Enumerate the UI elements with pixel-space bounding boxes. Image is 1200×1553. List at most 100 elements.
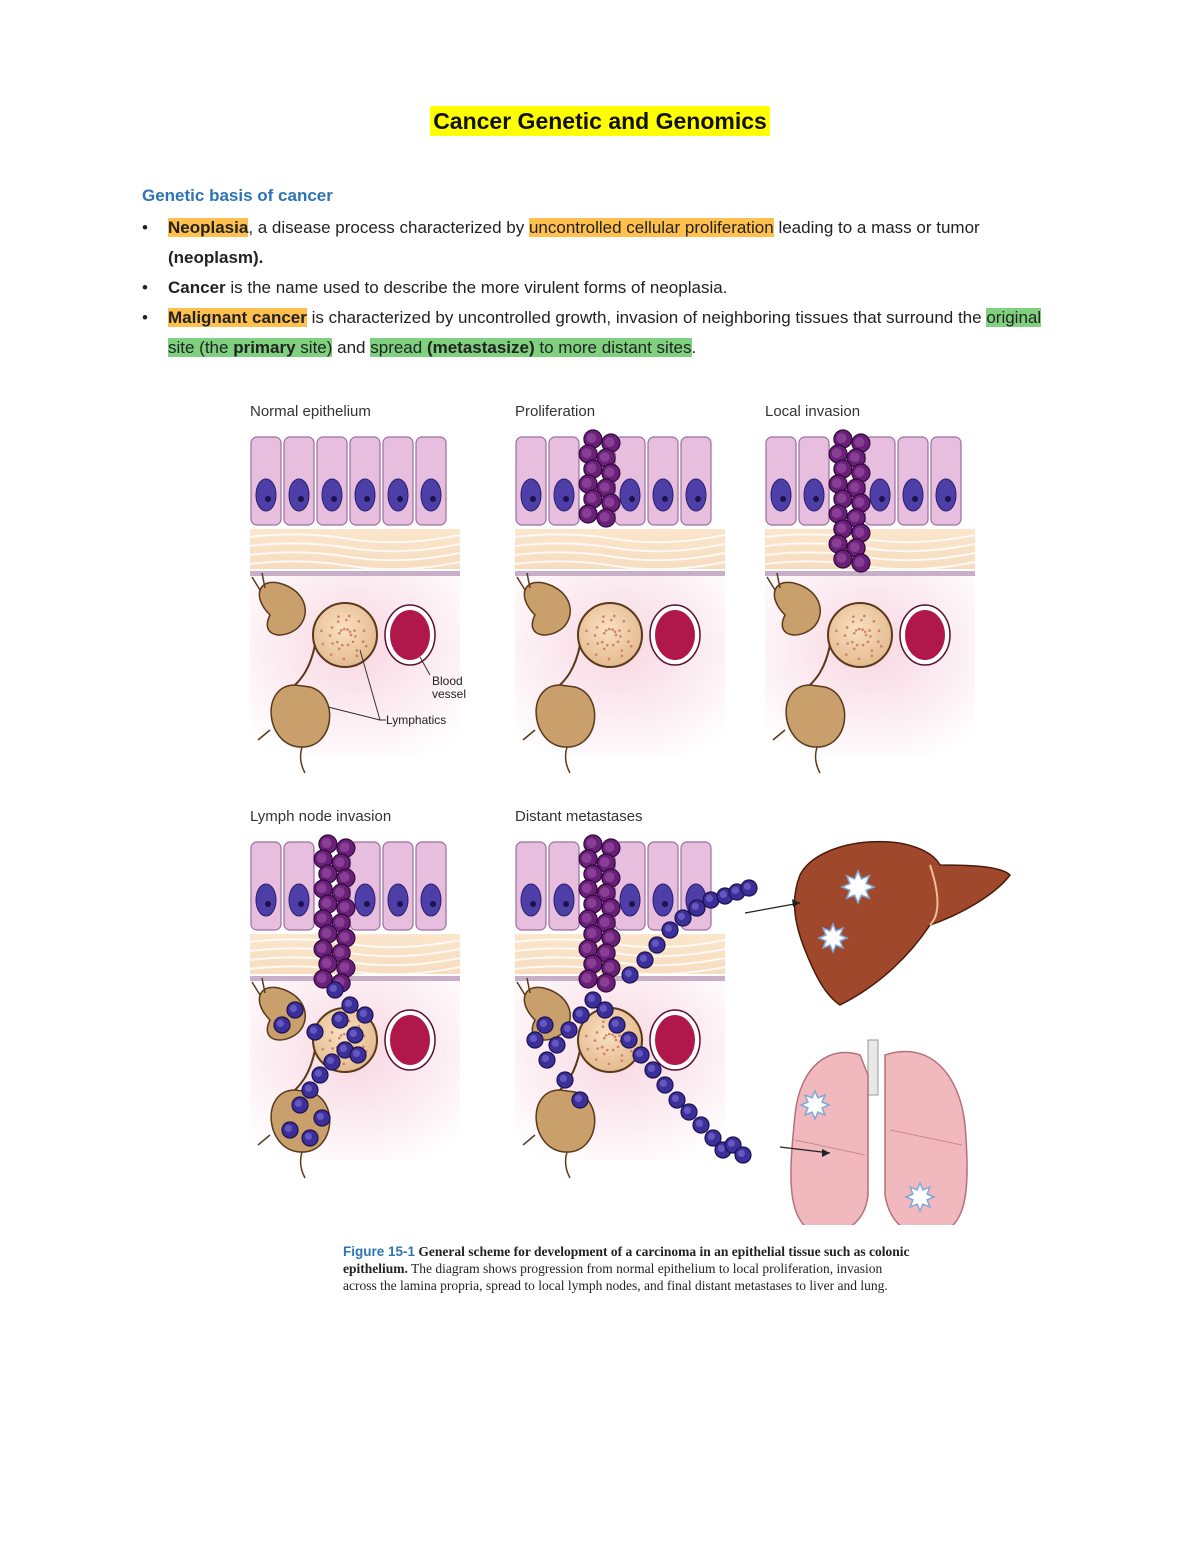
lymphatic-duct [294, 1049, 316, 1091]
node-dot [342, 627, 346, 631]
stroma-fiber [514, 542, 726, 553]
bullet-text-run: is characterized by uncontrolled growth,… [306, 308, 987, 327]
node-dot [602, 1036, 606, 1040]
node-dot [604, 629, 608, 632]
blood-vessel-label: Blood [432, 674, 463, 688]
metastatic-cell-nucleus [683, 1106, 691, 1114]
nucleolus [530, 496, 536, 502]
node-dot [850, 640, 854, 644]
lymphatic-vessel-lower [785, 684, 846, 748]
epithelial-nucleus [354, 883, 376, 917]
liver [793, 840, 1011, 1006]
caption-text: The diagram shows progression from norma… [343, 1261, 888, 1293]
node-dot [602, 631, 606, 635]
metastatic-cell-nucleus [731, 886, 739, 894]
lymphatic-branch [522, 1134, 571, 1179]
nucleolus [780, 496, 786, 502]
node-dot [619, 635, 622, 638]
metastatic-cell-nucleus [551, 1039, 559, 1047]
basement-membrane [765, 571, 975, 576]
tumor-cell-nucleus [316, 883, 327, 894]
basement-membrane [250, 571, 460, 576]
node-dot [864, 633, 868, 637]
node-dot [616, 640, 620, 644]
node-dot [337, 647, 341, 651]
metastatic-cell-nucleus [539, 1019, 547, 1027]
arrow-to-lung [779, 1146, 831, 1154]
node-dot [852, 647, 856, 651]
metastasis-star [817, 922, 849, 954]
tumor-cell-nucleus [339, 932, 350, 943]
panel-lymph: Lymph node invasion [249, 808, 461, 1179]
tumor-cell-nucleus [316, 853, 327, 864]
node-dot [337, 615, 340, 618]
epithelial-nucleus [652, 883, 674, 917]
panel-local: Local invasion [764, 403, 976, 774]
node-dot [342, 657, 346, 661]
right-lung [884, 1050, 968, 1236]
node-dot [872, 619, 876, 623]
node-dot [613, 630, 617, 634]
tumor-cell-nucleus [334, 917, 345, 928]
node-dot [593, 634, 597, 637]
lymphatic-branch [516, 572, 531, 591]
panel-title-normal: Normal epithelium [250, 403, 371, 420]
bullet-text-run: (metastasize) [426, 338, 535, 357]
bullet-text-run: (neoplasm). [168, 248, 264, 267]
tumor-cell-nucleus [604, 467, 615, 478]
node-dot [870, 654, 874, 658]
node-dot [601, 1025, 605, 1028]
lung-fissure [889, 1129, 963, 1146]
metastatic-cell-nucleus [705, 894, 713, 902]
node-dot [605, 643, 609, 647]
bullet-item: Neoplasia, a disease process characteriz… [142, 213, 1062, 273]
metastatic-cell-nucleus [743, 882, 751, 890]
node-dot [877, 629, 881, 633]
node-dot [870, 649, 874, 652]
metastatic-cell-nucleus [276, 1019, 284, 1027]
node-dot [629, 1049, 633, 1053]
metastatic-cell-nucleus [289, 1004, 297, 1012]
node-dot [846, 642, 849, 645]
node-dot [602, 615, 605, 618]
epithelial-nucleus [520, 478, 542, 512]
node-dot [835, 629, 838, 633]
epithelial-nucleus [770, 478, 792, 512]
bullet-item: Cancer is the name used to describe the … [142, 273, 1062, 303]
blood-vessel [390, 1015, 430, 1065]
tumor-cell-nucleus [599, 887, 610, 898]
tumor-cell-nucleus [581, 913, 592, 924]
nucleolus [662, 901, 668, 907]
lymph-node [577, 602, 643, 668]
node-dot [857, 657, 861, 661]
tumor-cell-nucleus [599, 857, 610, 868]
basement-membrane [515, 571, 725, 576]
node-dot [594, 653, 598, 656]
node-dot [602, 1020, 605, 1023]
tumor-cell-nucleus [316, 943, 327, 954]
node-dot [629, 644, 633, 648]
tumor-cell-nucleus [604, 962, 615, 973]
epithelial-nucleus [803, 478, 825, 512]
node-dot [620, 649, 624, 652]
caption-label: Figure 15-1 [343, 1244, 416, 1259]
node-dot [611, 628, 614, 631]
node-dot [614, 633, 618, 637]
tumor-cell-nucleus [316, 973, 327, 984]
lymphatic-branch [251, 977, 266, 996]
node-dot [362, 629, 366, 633]
metastatic-cell-nucleus [635, 1049, 643, 1057]
lymph-node [312, 602, 378, 668]
bullet-text-run: spread [370, 338, 427, 357]
node-dot [879, 644, 883, 648]
node-dot [595, 626, 599, 629]
tumor-cell-nucleus [581, 853, 592, 864]
bullet-text-run: , a disease process characterized by [248, 218, 529, 237]
tumor-cell-nucleus [836, 553, 847, 564]
metastatic-cell-nucleus [349, 1029, 357, 1037]
metastatic-cell-nucleus [639, 954, 647, 962]
panel-title-lymph: Lymph node invasion [250, 808, 391, 825]
tumor-cell-nucleus [849, 512, 860, 523]
node-dot [328, 634, 332, 637]
